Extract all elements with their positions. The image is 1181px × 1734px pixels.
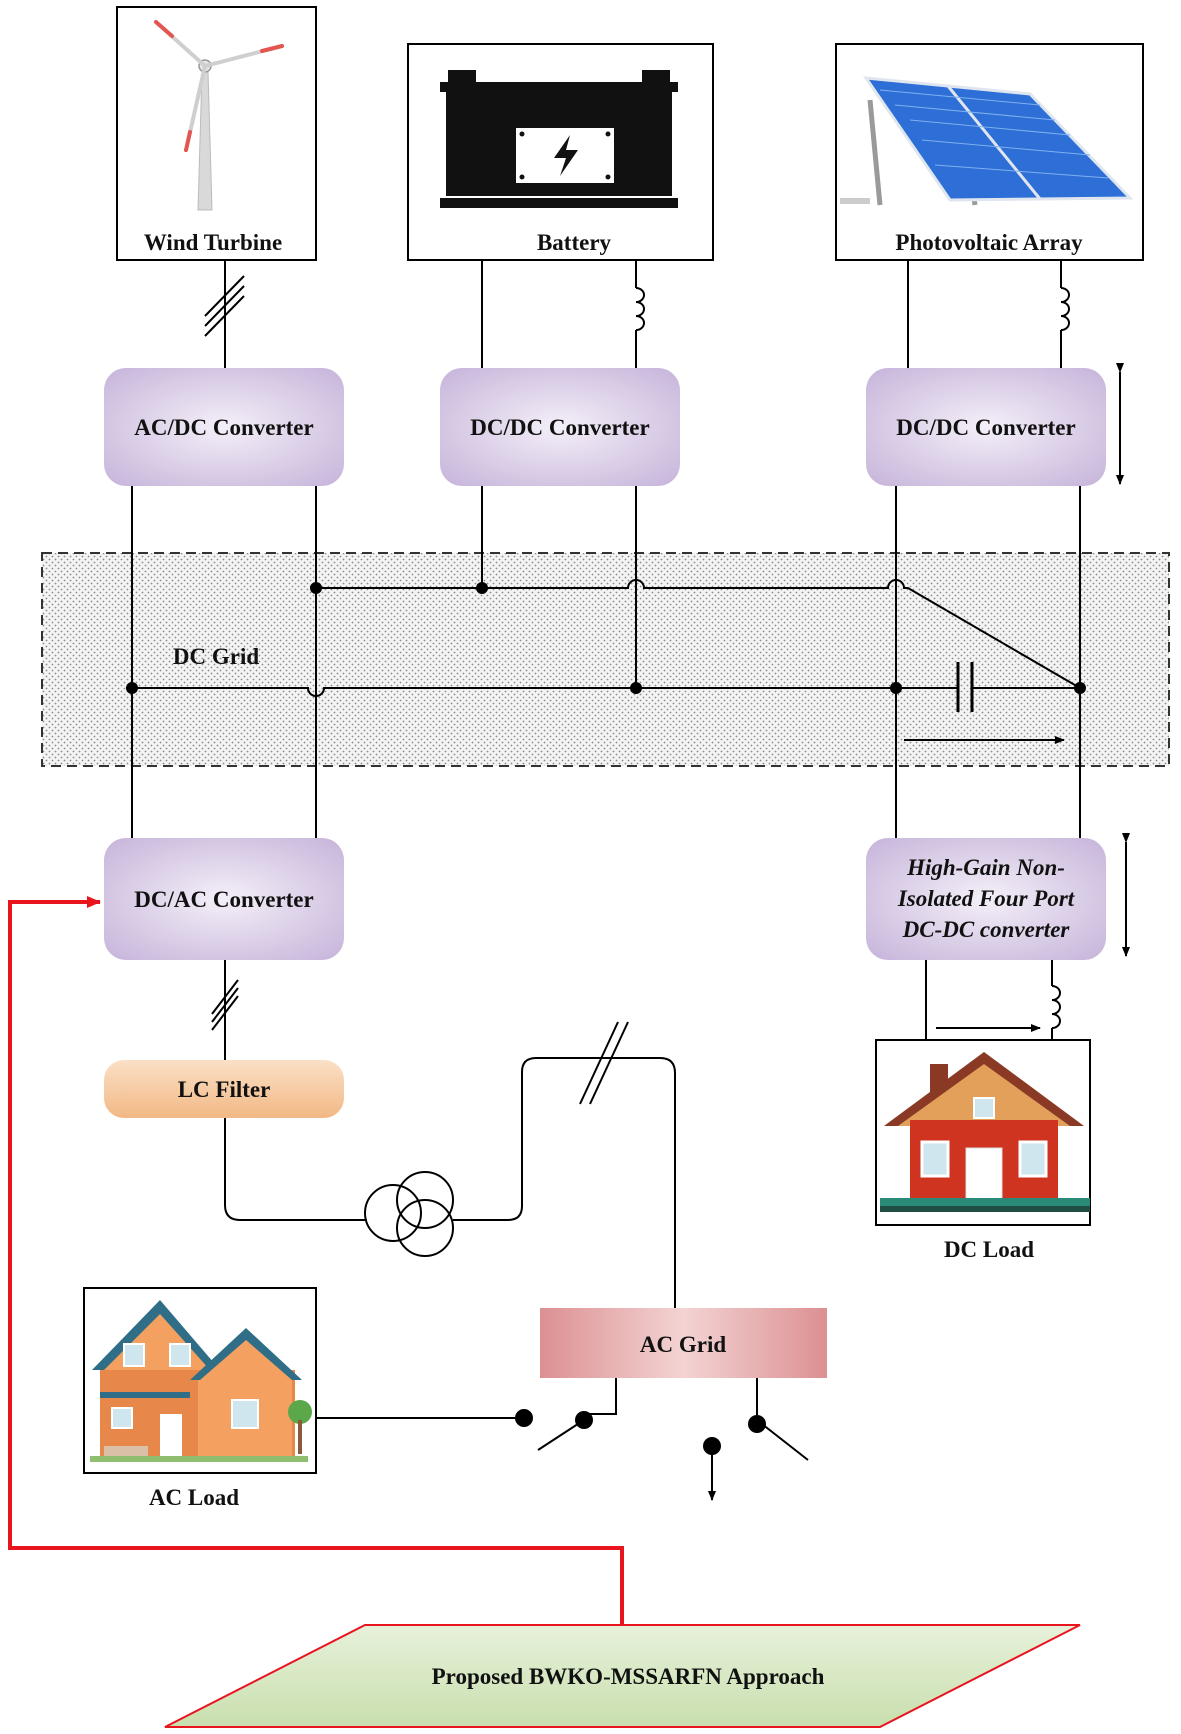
transformer-icon [364, 1171, 454, 1257]
dc-load-box: DC Load [875, 1039, 1091, 1262]
battery-label: Battery [537, 230, 612, 255]
svg-text:DC/DC Converter: DC/DC Converter [470, 415, 649, 440]
ac-load-label: AC Load [149, 1485, 239, 1510]
proposed-approach-label: Proposed BWKO-MSSARFN Approach [432, 1664, 825, 1689]
ac-load-box: AC Load [83, 1287, 317, 1510]
wind-turbine-box: Wind Turbine [116, 6, 317, 261]
ac-load-switch [537, 1378, 617, 1451]
three-phase-marker-ac [579, 1021, 629, 1105]
svg-text:High-Gain Non-: High-Gain Non- [906, 855, 1065, 880]
proposed-approach-block: Proposed BWKO-MSSARFN Approach [164, 1624, 1081, 1728]
dc-grid-wiring [131, 486, 1081, 838]
acdc-converter: AC/DC Converter [104, 368, 344, 486]
house-icon-ac [90, 1300, 312, 1462]
dc-grid-junctions [126, 582, 1086, 694]
battery-icon [440, 70, 678, 208]
grid-output-switch [711, 1378, 809, 1498]
control-signal-line [8, 896, 624, 1625]
inductor-battery [635, 287, 645, 331]
three-phase-marker-dcac [211, 979, 239, 1031]
battery-box: Battery [407, 43, 714, 261]
switch-contacts [515, 1409, 766, 1455]
dcac-converter: DC/AC Converter [104, 838, 344, 960]
inductor-pv [1060, 287, 1070, 331]
four-port-converter: High-Gain Non- Isolated Four Port DC-DC … [866, 838, 1106, 960]
house-icon-dc [880, 1052, 1090, 1212]
dcdc-converter-battery: DC/DC Converter [440, 368, 680, 486]
wind-turbine-icon [154, 20, 284, 211]
photovoltaic-array-label: Photovoltaic Array [895, 230, 1083, 255]
ac-grid: AC Grid [540, 1308, 827, 1378]
dc-link-capacitor [956, 662, 974, 712]
dcdc-converter-pv: DC/DC Converter [866, 368, 1106, 486]
lc-filter: LC Filter [104, 1060, 344, 1118]
svg-text:Isolated Four Port: Isolated Four Port [897, 886, 1075, 911]
photovoltaic-array-box: Photovoltaic Array [835, 43, 1144, 261]
solar-panel-icon [840, 76, 1134, 206]
inductor-dc-load [1051, 985, 1061, 1029]
svg-text:DC/AC Converter: DC/AC Converter [134, 887, 313, 912]
svg-text:DC-DC converter: DC-DC converter [902, 917, 1071, 942]
svg-text:AC/DC Converter: AC/DC Converter [134, 415, 313, 440]
three-phase-marker-wind [204, 275, 245, 337]
wind-turbine-label: Wind Turbine [144, 230, 282, 255]
dc-grid-label: DC Grid [173, 644, 259, 669]
svg-text:LC Filter: LC Filter [178, 1077, 271, 1102]
svg-text:AC Grid: AC Grid [640, 1332, 726, 1357]
dc-load-label: DC Load [944, 1237, 1034, 1262]
svg-text:DC/DC Converter: DC/DC Converter [896, 415, 1075, 440]
